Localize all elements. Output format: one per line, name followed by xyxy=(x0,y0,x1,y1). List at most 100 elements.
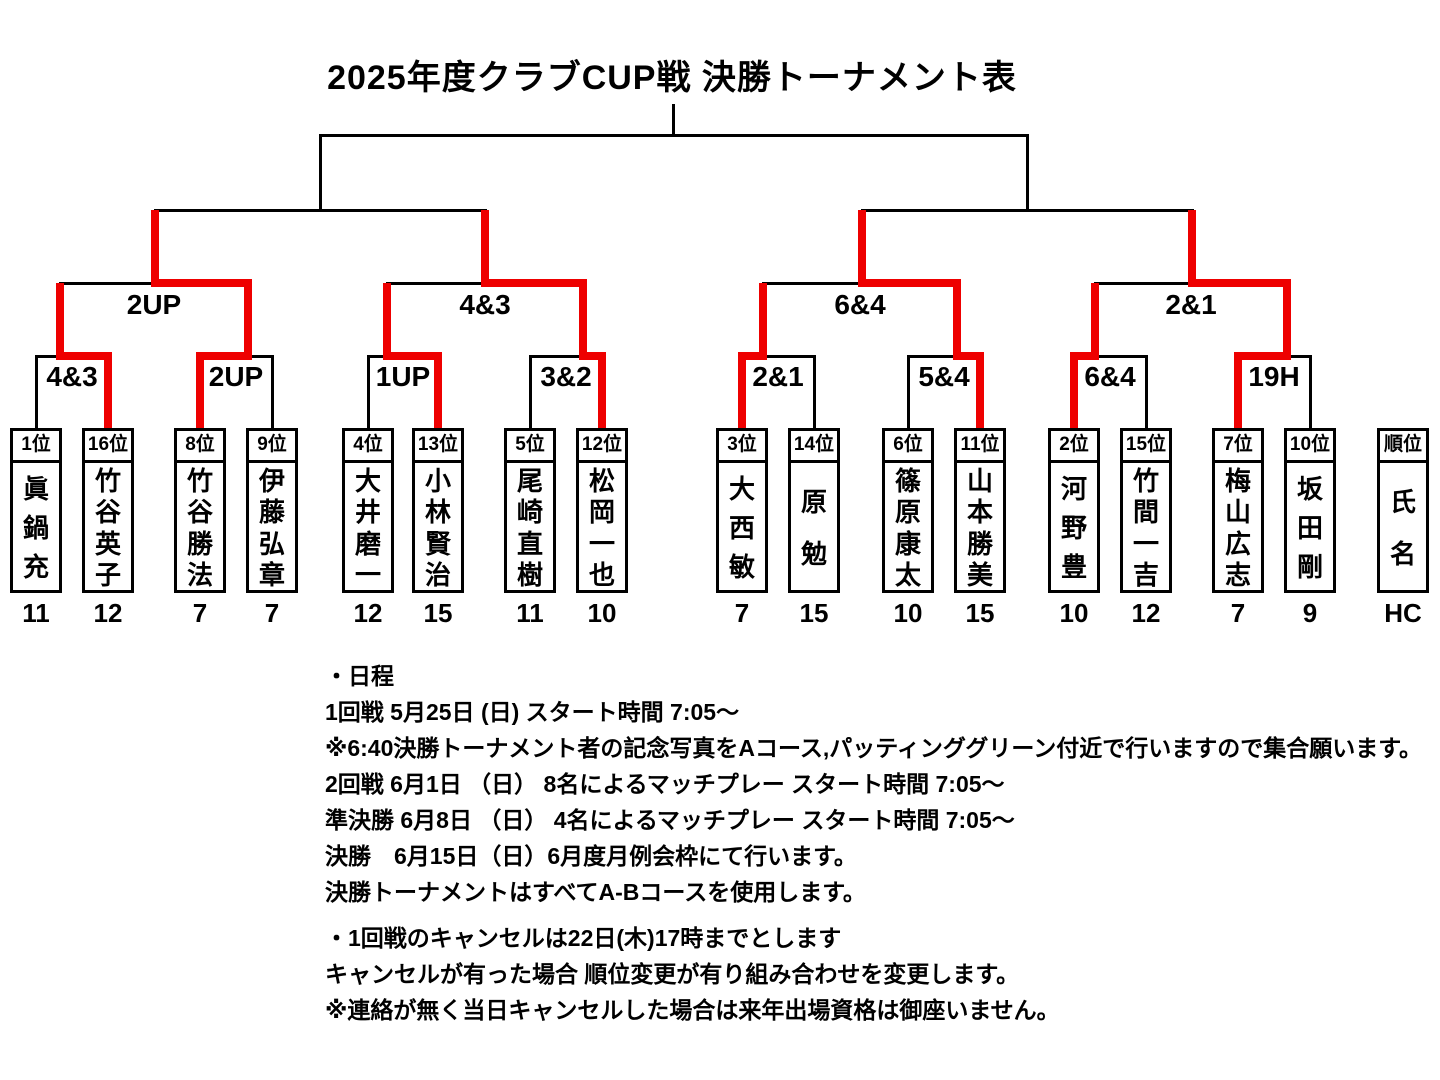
player-connector xyxy=(35,356,38,431)
name-char: 竹 xyxy=(94,466,121,497)
winner-path-line xyxy=(104,356,112,433)
player-name: 松岡一也 xyxy=(579,463,625,593)
player-handicap: 15 xyxy=(965,598,995,628)
player-handicap: 11 xyxy=(516,598,544,628)
name-char: 鍋 xyxy=(22,513,49,543)
player-box: 3位大西敏 xyxy=(716,428,768,593)
name-char: 小 xyxy=(424,466,451,497)
player-handicap: HC xyxy=(1384,598,1422,628)
name-char: 豊 xyxy=(1060,552,1087,582)
player-name: 大西敏 xyxy=(719,463,765,593)
match-result-label: 6&4 xyxy=(1084,361,1136,392)
player-rank: 順位 xyxy=(1380,431,1426,463)
name-char: 篠 xyxy=(894,466,921,497)
winner-path-line xyxy=(579,283,587,356)
player-rank: 5位 xyxy=(507,431,553,463)
player-name: 原勉 xyxy=(791,463,837,593)
name-char: 英 xyxy=(94,528,121,559)
winner-path-line xyxy=(976,356,984,433)
player-name: 篠原康太 xyxy=(885,463,931,593)
winner-path-line xyxy=(858,279,961,287)
name-char: 直 xyxy=(516,528,543,559)
winner-path-line xyxy=(434,356,442,433)
match-result-label: 2&1 xyxy=(1165,289,1217,320)
match-result-label: 3&2 xyxy=(540,361,592,392)
player-handicap: 9 xyxy=(1302,598,1318,628)
winner-path-line xyxy=(56,352,112,360)
name-char: 岡 xyxy=(588,497,615,528)
player-handicap: 7 xyxy=(264,598,280,628)
winner-path-line xyxy=(598,356,606,433)
name-char: 一 xyxy=(354,559,381,590)
winner-path-line xyxy=(738,352,767,360)
player-handicap: 10 xyxy=(1059,598,1089,628)
player-handicap: 10 xyxy=(893,598,923,628)
name-char: 藤 xyxy=(258,497,285,528)
player-name: 竹間一吉 xyxy=(1123,463,1169,593)
player-rank: 3位 xyxy=(719,431,765,463)
winner-path-line xyxy=(151,210,159,283)
player-connector xyxy=(813,356,816,431)
player-connector xyxy=(907,356,910,431)
note-line: ※6:40決勝トーナメント者の記念写真をAコース,パッティンググリーン付近で行い… xyxy=(325,735,1422,761)
player-connector xyxy=(367,356,370,431)
name-char: 氏 xyxy=(1389,487,1416,517)
winner-path-line xyxy=(383,283,391,356)
player-name: 竹谷英子 xyxy=(85,463,131,593)
name-char: 山 xyxy=(966,466,993,497)
player-handicap: 7 xyxy=(192,598,208,628)
winner-path-line xyxy=(151,279,252,287)
name-char: 西 xyxy=(728,513,755,543)
name-char: 本 xyxy=(966,497,993,528)
note-line: 1回戦 5月25日 (日) スタート時間 7:05～ xyxy=(325,699,740,725)
player-box: 6位篠原康太 xyxy=(882,428,934,593)
name-char: 敏 xyxy=(728,552,755,582)
name-char: 名 xyxy=(1389,539,1416,569)
name-char: 美 xyxy=(966,559,993,590)
name-char: 勉 xyxy=(800,539,827,569)
match-result-label: 1UP xyxy=(375,361,431,392)
winner-path-line xyxy=(1234,352,1291,360)
name-char: 松 xyxy=(588,466,615,497)
name-char: 賢 xyxy=(424,528,451,559)
player-box: 11位山本勝美 xyxy=(954,428,1006,593)
name-char: 治 xyxy=(424,559,451,590)
player-box: 16位竹谷英子 xyxy=(82,428,134,593)
winner-path-line xyxy=(1283,283,1291,356)
page-title: 2025年度クラブCUP戦 決勝トーナメント表 xyxy=(327,59,1017,97)
player-rank: 14位 xyxy=(791,431,837,463)
player-box: 13位小林賢治 xyxy=(412,428,464,593)
name-char: 竹 xyxy=(186,466,213,497)
final-connector xyxy=(319,135,322,210)
player-rank: 4位 xyxy=(345,431,391,463)
name-char: 大 xyxy=(354,466,381,497)
name-char: 太 xyxy=(894,559,921,590)
name-char: 広 xyxy=(1224,528,1251,559)
winner-path-line xyxy=(759,283,767,356)
player-box: 9位伊藤弘章 xyxy=(246,428,298,593)
player-handicap: 11 xyxy=(22,598,50,628)
player-name: 河野豊 xyxy=(1051,463,1097,593)
player-handicap: 12 xyxy=(1131,598,1161,628)
note-line: 決勝トーナメントはすべてA-Bコースを使用します。 xyxy=(325,879,866,905)
name-char: 伊 xyxy=(258,466,285,497)
player-name: 坂田剛 xyxy=(1287,463,1333,593)
match-result-label: 2UP xyxy=(126,289,182,320)
name-char: 竹 xyxy=(1132,466,1159,497)
player-box: 4位大井磨一 xyxy=(342,428,394,593)
name-char: 勝 xyxy=(186,528,213,559)
note-line: 準決勝 6月8日 （日） 4名によるマッチプレー スタート時間 7:05～ xyxy=(325,807,1015,833)
player-rank: 2位 xyxy=(1051,431,1097,463)
player-connector xyxy=(1309,356,1312,431)
winner-path-line xyxy=(579,352,606,360)
match-result-label: 19H xyxy=(1248,361,1300,392)
winner-path-line xyxy=(383,352,442,360)
match-result-label: 5&4 xyxy=(918,361,970,392)
name-char: 梅 xyxy=(1224,466,1251,497)
name-char: 勝 xyxy=(966,528,993,559)
winner-path-line xyxy=(1070,356,1078,433)
name-char: 弘 xyxy=(258,528,285,559)
player-name: 眞鍋充 xyxy=(13,463,59,593)
